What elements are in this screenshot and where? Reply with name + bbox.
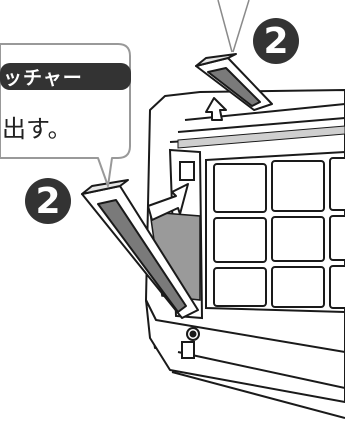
down-left-arrow-icon <box>147 183 189 221</box>
filter-grid <box>205 150 345 314</box>
top-dust-catcher <box>195 53 273 111</box>
step-badge-top-circle <box>253 18 299 64</box>
callout-bubble <box>0 43 131 187</box>
up-arrow-icon <box>205 97 227 121</box>
step-number-left: 2 <box>35 180 61 222</box>
top-callout-pointer <box>217 0 250 53</box>
callout-instruction-text: 出す。 <box>2 114 72 143</box>
callout-tag-label: ッチャー <box>3 67 83 89</box>
step-badge-left-circle <box>25 178 71 224</box>
top-rail-hatching <box>177 125 345 149</box>
left-dust-catcher <box>81 179 199 319</box>
step-number-top: 2 <box>263 20 289 62</box>
